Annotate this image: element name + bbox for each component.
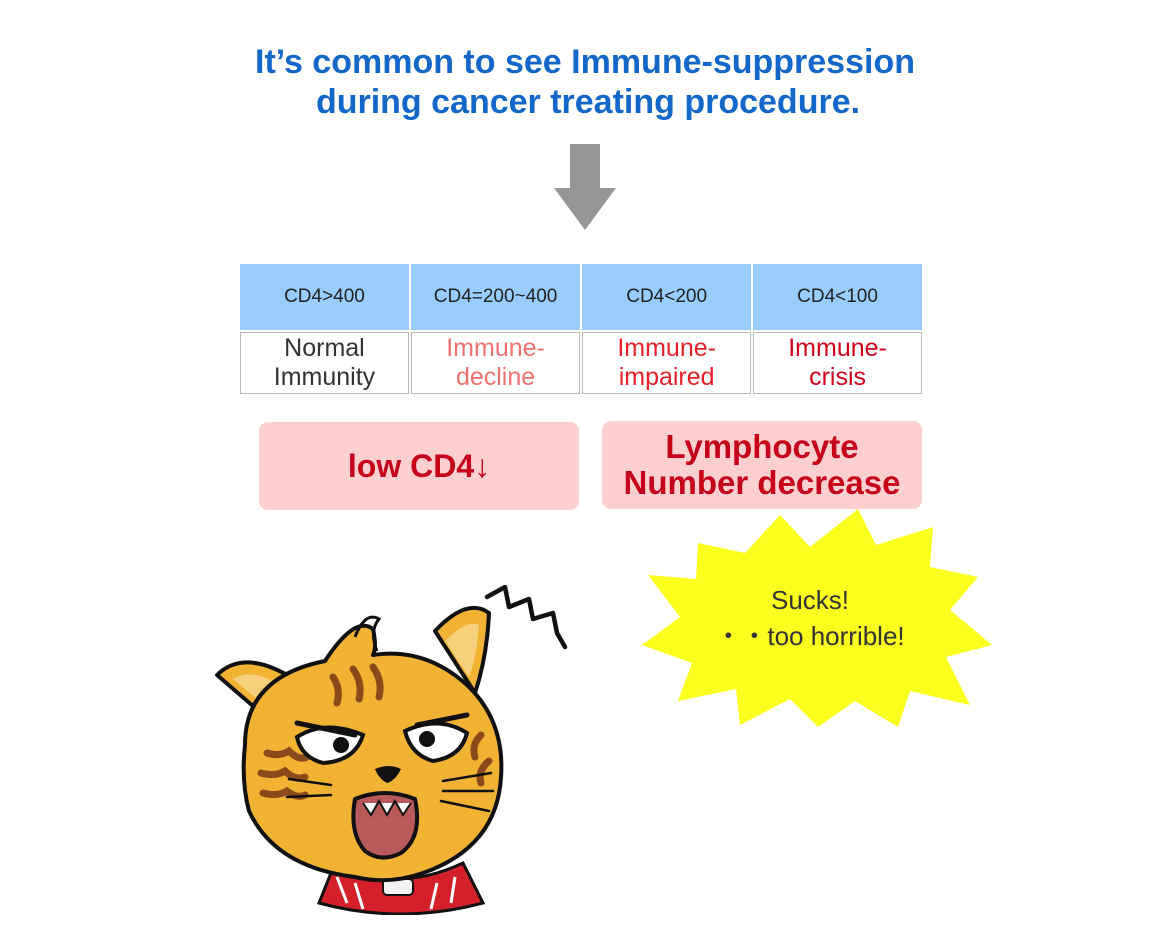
immunity-level-cell: Normal Immunity [240, 332, 409, 394]
speech-line1: Sucks! [770, 585, 850, 615]
immunity-level-cell: Immune- impaired [582, 332, 752, 394]
low-cd4-label: low CD4↓ [347, 447, 491, 484]
immunity-level-line1: Immune- [617, 334, 716, 362]
headline-line2: during cancer treating procedure. [315, 83, 861, 121]
speech-line2: ・・too horrible! [715, 621, 905, 651]
cd4-header-cell: CD4=200~400 [410, 264, 581, 330]
cd4-table: CD4>400 CD4=200~400 CD4<200 CD4<100 Norm… [238, 262, 924, 396]
headline: It’s common to see Immune-suppression du… [0, 42, 1170, 122]
immunity-level-cell: Immune- crisis [753, 332, 922, 394]
speech-burst [642, 509, 992, 727]
cd4-header-cell: CD4<100 [753, 264, 922, 330]
lymphocyte-label-line1: Lymphocyte [665, 428, 859, 465]
speech-text: Sucks! ・・too horrible! [660, 582, 960, 654]
immunity-level-row: Normal Immunity Immune- decline Immune- … [240, 332, 922, 394]
lymphocyte-box: Lymphocyte Number decrease [602, 421, 922, 509]
headline-line1: It’s common to see Immune-suppression [255, 43, 915, 81]
immunity-level-line2: decline [455, 363, 536, 391]
cd4-header-cell: CD4>400 [240, 264, 409, 330]
immunity-level-line2: impaired [618, 363, 715, 391]
immunity-level-line1: Normal [284, 334, 365, 362]
immunity-level-cell: Immune- decline [410, 332, 581, 394]
down-arrow-icon [554, 144, 616, 230]
immunity-level-line2: crisis [809, 363, 866, 391]
lymphocyte-label-line2: Number decrease [623, 464, 901, 501]
cd4-header-cell: CD4<200 [582, 264, 752, 330]
angry-cat-illustration [215, 585, 568, 915]
low-cd4-box: low CD4↓ [259, 422, 579, 510]
immunity-level-line1: Immune- [788, 334, 887, 362]
cd4-header-row: CD4>400 CD4=200~400 CD4<200 CD4<100 [240, 264, 922, 330]
immunity-level-line2: Immunity [273, 363, 376, 391]
immunity-level-line1: Immune- [446, 334, 545, 362]
